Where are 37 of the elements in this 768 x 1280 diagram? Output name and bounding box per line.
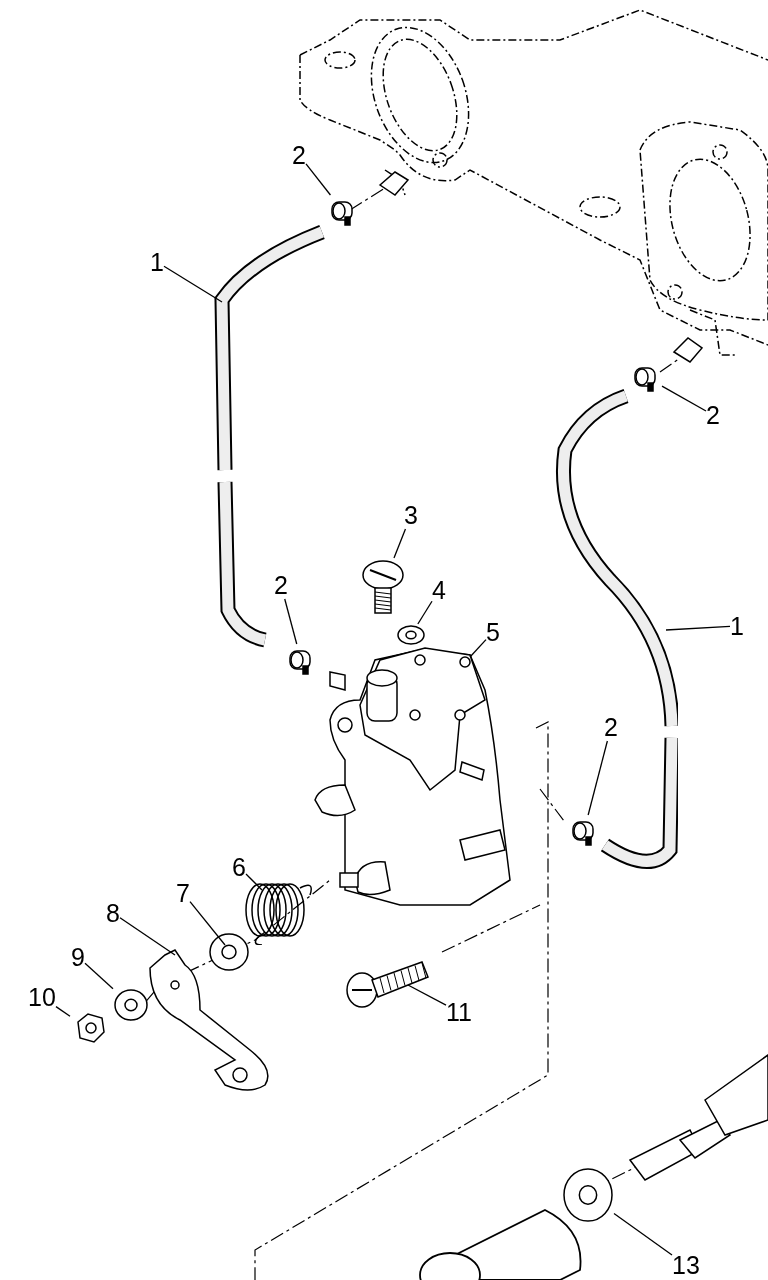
callout-number: 1 xyxy=(150,248,164,276)
callout-number: 10 xyxy=(28,983,56,1011)
leader-line xyxy=(469,638,487,658)
leader-line xyxy=(661,385,707,412)
leader-line xyxy=(163,265,223,303)
leader-line xyxy=(665,625,731,631)
callout-number: 13 xyxy=(672,1251,700,1279)
washer-icon xyxy=(562,1167,614,1223)
callout-number: 2 xyxy=(604,713,618,741)
callout-number: 4 xyxy=(432,576,446,604)
callout-number: 5 xyxy=(486,618,500,646)
callout-number: 11 xyxy=(446,998,472,1026)
leader-line xyxy=(613,1212,673,1256)
leader-line xyxy=(189,901,226,946)
leader-line xyxy=(119,917,176,956)
leader-line xyxy=(55,1006,71,1017)
callout-number: 8 xyxy=(106,899,120,927)
leader-line xyxy=(587,740,608,816)
leader-line xyxy=(407,984,447,1006)
washer-icon xyxy=(208,932,250,972)
leader-line xyxy=(417,600,433,625)
bolt-icon xyxy=(360,558,405,616)
leader-line xyxy=(393,528,407,559)
callout-number: 3 xyxy=(404,501,418,529)
washer-icon xyxy=(396,624,426,646)
leader-line xyxy=(84,962,114,990)
leader-line xyxy=(305,163,332,196)
leader-line xyxy=(284,598,298,645)
callout-number: 1 xyxy=(730,612,744,640)
callout-number: 7 xyxy=(176,879,190,907)
leader-line xyxy=(245,873,263,891)
callout-number: 2 xyxy=(292,141,306,169)
callout-number: 2 xyxy=(274,571,288,599)
washer-icon xyxy=(113,988,149,1022)
callout-number: 6 xyxy=(232,853,246,881)
callout-number: 9 xyxy=(71,943,85,971)
callout-number: 2 xyxy=(706,401,720,429)
